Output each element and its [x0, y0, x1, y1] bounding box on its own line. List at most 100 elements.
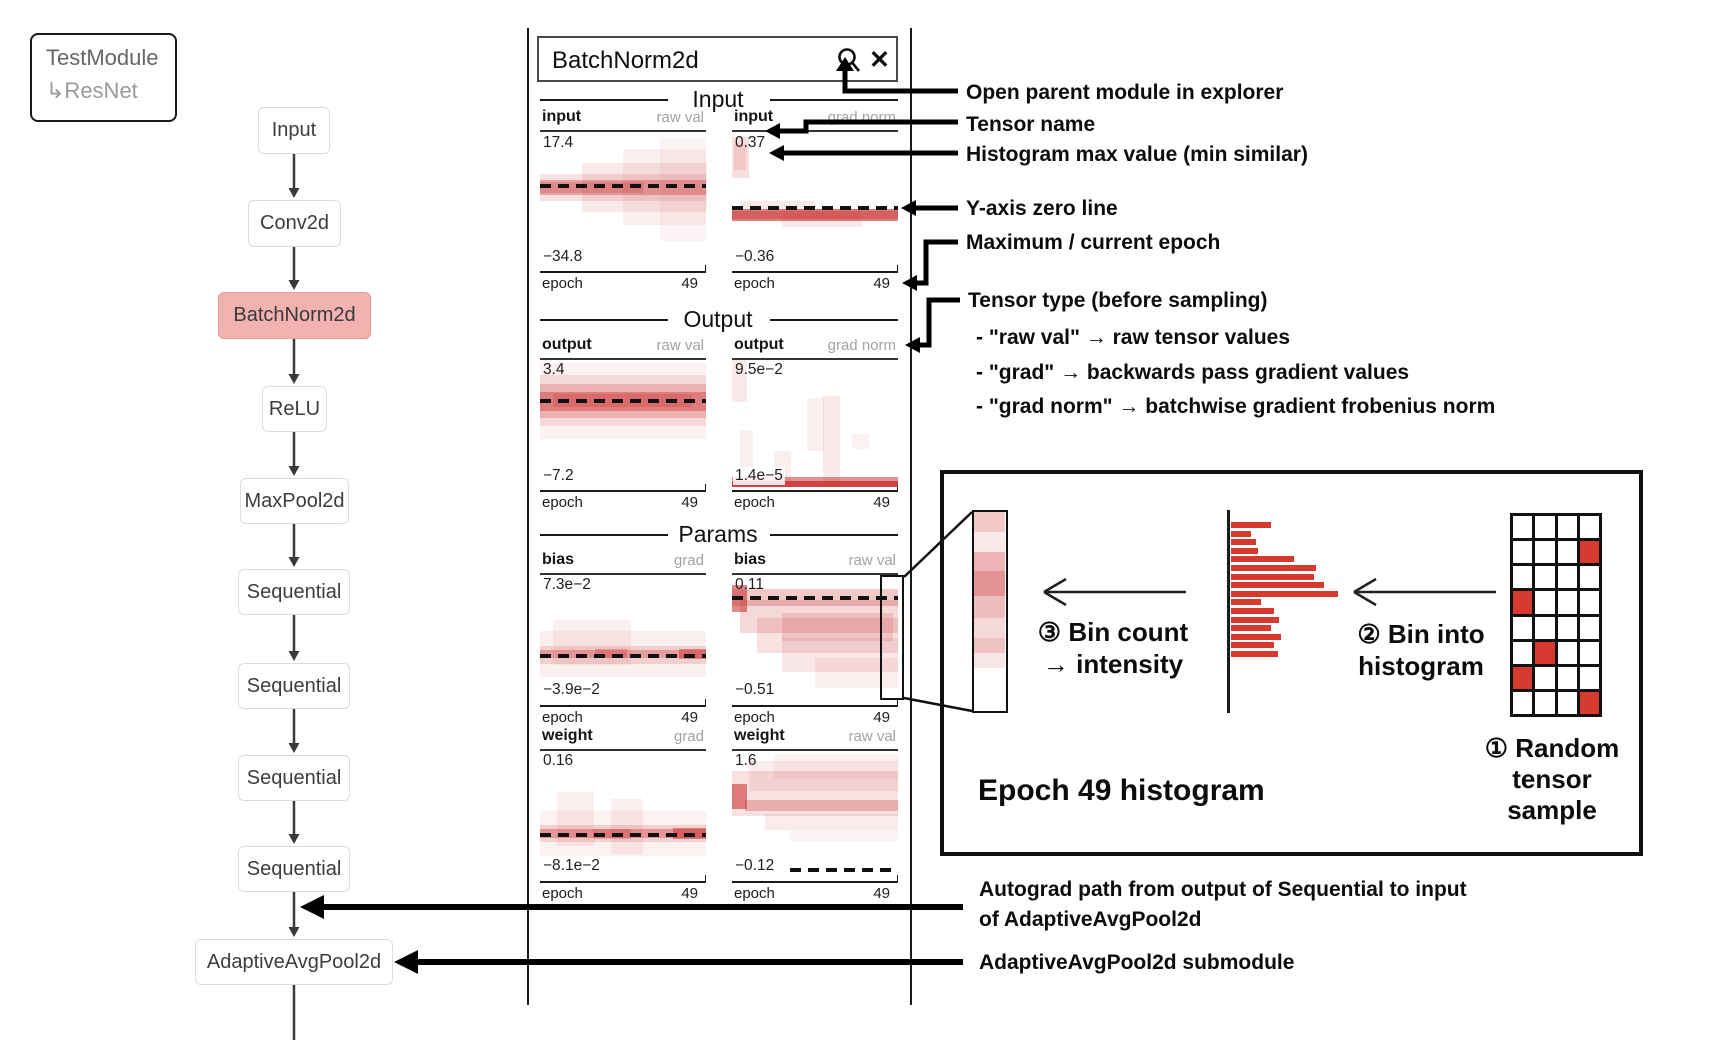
- histogram-input-grad-norm-zero-dash-line: [732, 206, 898, 210]
- annotation-tensor-type-heading: Tensor type (before sampling): [968, 289, 1268, 312]
- tensor-cell: [1535, 541, 1555, 564]
- tensor-cell: [1513, 516, 1533, 539]
- inset-title: Epoch 49 histogram: [978, 774, 1265, 807]
- heat-block: [734, 144, 746, 170]
- module-tree-subtitle: ↳ResNet: [46, 78, 138, 103]
- mini-histogram-bar: [1231, 625, 1271, 631]
- annotation-arrowhead-7: [394, 950, 418, 974]
- heat-block: [732, 481, 898, 487]
- bottom-blue-bar: [0, 1031, 90, 1038]
- histogram-output-grad-norm-min-value: 1.4e−5: [733, 467, 785, 485]
- histogram-output-raw-val-epoch-axis: [540, 490, 706, 492]
- histogram-input-raw-val-epoch-axis: [540, 271, 706, 273]
- heat-block: [852, 434, 869, 449]
- flow-node-sequential-3[interactable]: Sequential: [238, 755, 350, 801]
- close-icon[interactable]: ✕: [869, 46, 890, 74]
- flow-arrowhead-3: [288, 466, 300, 476]
- histogram-weight-raw-val-heatmap: [732, 751, 899, 876]
- flow-node-relu[interactable]: ReLU: [262, 386, 327, 432]
- flow-node-adaptiveavgpool2d[interactable]: AdaptiveAvgPool2d: [195, 939, 393, 985]
- flow-arrowhead-6: [288, 743, 300, 753]
- histogram-weight-grad-min-value: −8.1e−2: [541, 857, 602, 875]
- tensor-cell: [1557, 641, 1577, 664]
- heat-block: [815, 658, 898, 688]
- histogram-bias-raw-val-epoch-axis: [732, 705, 898, 707]
- tensor-cell: [1557, 616, 1577, 639]
- heat-block: [611, 799, 643, 854]
- histogram-bias-grad-max-value: 7.3e−2: [543, 576, 591, 593]
- histogram-bias-grad-name-label: bias: [542, 551, 575, 568]
- histogram-input-raw-val-min-value: −34.8: [541, 248, 585, 266]
- histogram-weight-raw-val-epoch-axis: [732, 881, 898, 883]
- flow-node-maxpool2d[interactable]: MaxPool2d: [240, 478, 349, 524]
- annotation-zero-line: Y-axis zero line: [966, 197, 1118, 220]
- annotation-arrow-shaft-4: [916, 239, 958, 286]
- strip-band: [974, 596, 1005, 618]
- histogram-bias-grad-label-underline: [540, 573, 706, 575]
- section-title-input: Input: [692, 86, 744, 112]
- flow-node-sequential-4[interactable]: Sequential: [238, 846, 350, 892]
- mini-histogram-bar: [1231, 642, 1274, 648]
- tensor-cell-red: [1579, 691, 1599, 714]
- flow-node-sequential-2[interactable]: Sequential: [238, 663, 350, 709]
- histogram-input-raw-val-max-value: 17.4: [543, 134, 574, 151]
- histogram-input-grad-norm-label-underline: [732, 130, 898, 132]
- strip-band: [974, 532, 1005, 552]
- histogram-weight-grad-name-label: weight: [542, 727, 593, 744]
- histogram-input-raw-val-zero-dash-line: [540, 184, 706, 188]
- flow-node-sequential-1[interactable]: Sequential: [238, 569, 350, 615]
- histogram-weight-grad-type-label: grad: [673, 728, 704, 745]
- annotation-arrowhead-5: [905, 337, 920, 353]
- mini-histogram-bar: [1231, 634, 1281, 640]
- flow-node-conv2d[interactable]: Conv2d: [248, 200, 341, 247]
- histogram-bias-grad-type-label: grad: [673, 552, 704, 569]
- heat-block: [732, 360, 747, 402]
- magnifier-icon[interactable]: [836, 47, 862, 75]
- strip-band: [974, 512, 1005, 532]
- histogram-output-raw-val-name-label: output: [542, 336, 592, 353]
- tensor-cell: [1557, 516, 1577, 539]
- histogram-output-raw-val-epoch-label: epoch: [542, 494, 583, 511]
- histogram-input-raw-val-label-underline: [540, 130, 706, 132]
- flow-node-input[interactable]: Input: [258, 107, 330, 154]
- histogram-output-raw-val-label-underline: [540, 358, 706, 360]
- histogram-bias-grad-min-value: −3.9e−2: [541, 681, 602, 699]
- strip-band: [974, 653, 1005, 668]
- histogram-weight-grad-epoch-axis: [540, 881, 706, 883]
- histogram-input-grad-norm-epoch-axis: [732, 271, 898, 273]
- zoom-callout-rect: [880, 575, 904, 700]
- heat-block: [807, 398, 824, 451]
- module-search-input[interactable]: BatchNorm2d ✕: [537, 36, 898, 82]
- section-line-left: [540, 319, 668, 321]
- heat-block: [782, 638, 898, 672]
- flow-node-batchnorm2d[interactable]: BatchNorm2d: [218, 292, 371, 339]
- strip-band: [974, 638, 1005, 653]
- histogram-weight-grad-max-value: 0.16: [543, 752, 574, 769]
- tensor-cell: [1579, 666, 1599, 689]
- tensor-cell-red: [1513, 666, 1533, 689]
- heat-block: [740, 201, 815, 210]
- flow-arrowhead-8: [288, 927, 300, 937]
- section-line-right: [770, 319, 898, 321]
- heat-block: [749, 761, 898, 791]
- tensor-cell: [1557, 541, 1577, 564]
- flow-arrowhead-0: [288, 188, 300, 198]
- mini-histogram-bar: [1231, 539, 1256, 545]
- annotation-arrow-shaft-5: [919, 297, 960, 348]
- tensor-cell: [1579, 566, 1599, 589]
- tensor-cell: [1535, 616, 1555, 639]
- mini-histogram-bar: [1231, 608, 1274, 614]
- tensor-grid: [1510, 513, 1602, 717]
- histogram-input-grad-norm-epoch-max-label: 49: [873, 275, 890, 292]
- flow-arrowhead-1: [288, 280, 300, 290]
- search-input-value: BatchNorm2d: [552, 47, 699, 74]
- tensor-cell: [1513, 691, 1533, 714]
- annotation-arrowhead-6: [300, 895, 324, 919]
- module-tree-box[interactable]: TestModule ↳ResNet: [30, 33, 177, 122]
- histogram-output-raw-val-epoch-max-label: 49: [681, 494, 698, 511]
- histogram-weight-raw-val-epoch-axis-tick: [896, 875, 898, 881]
- heat-block: [732, 784, 747, 809]
- histogram-bias-grad-epoch-max-label: 49: [681, 709, 698, 726]
- histogram-bias-raw-val-type-label: raw val: [848, 552, 896, 569]
